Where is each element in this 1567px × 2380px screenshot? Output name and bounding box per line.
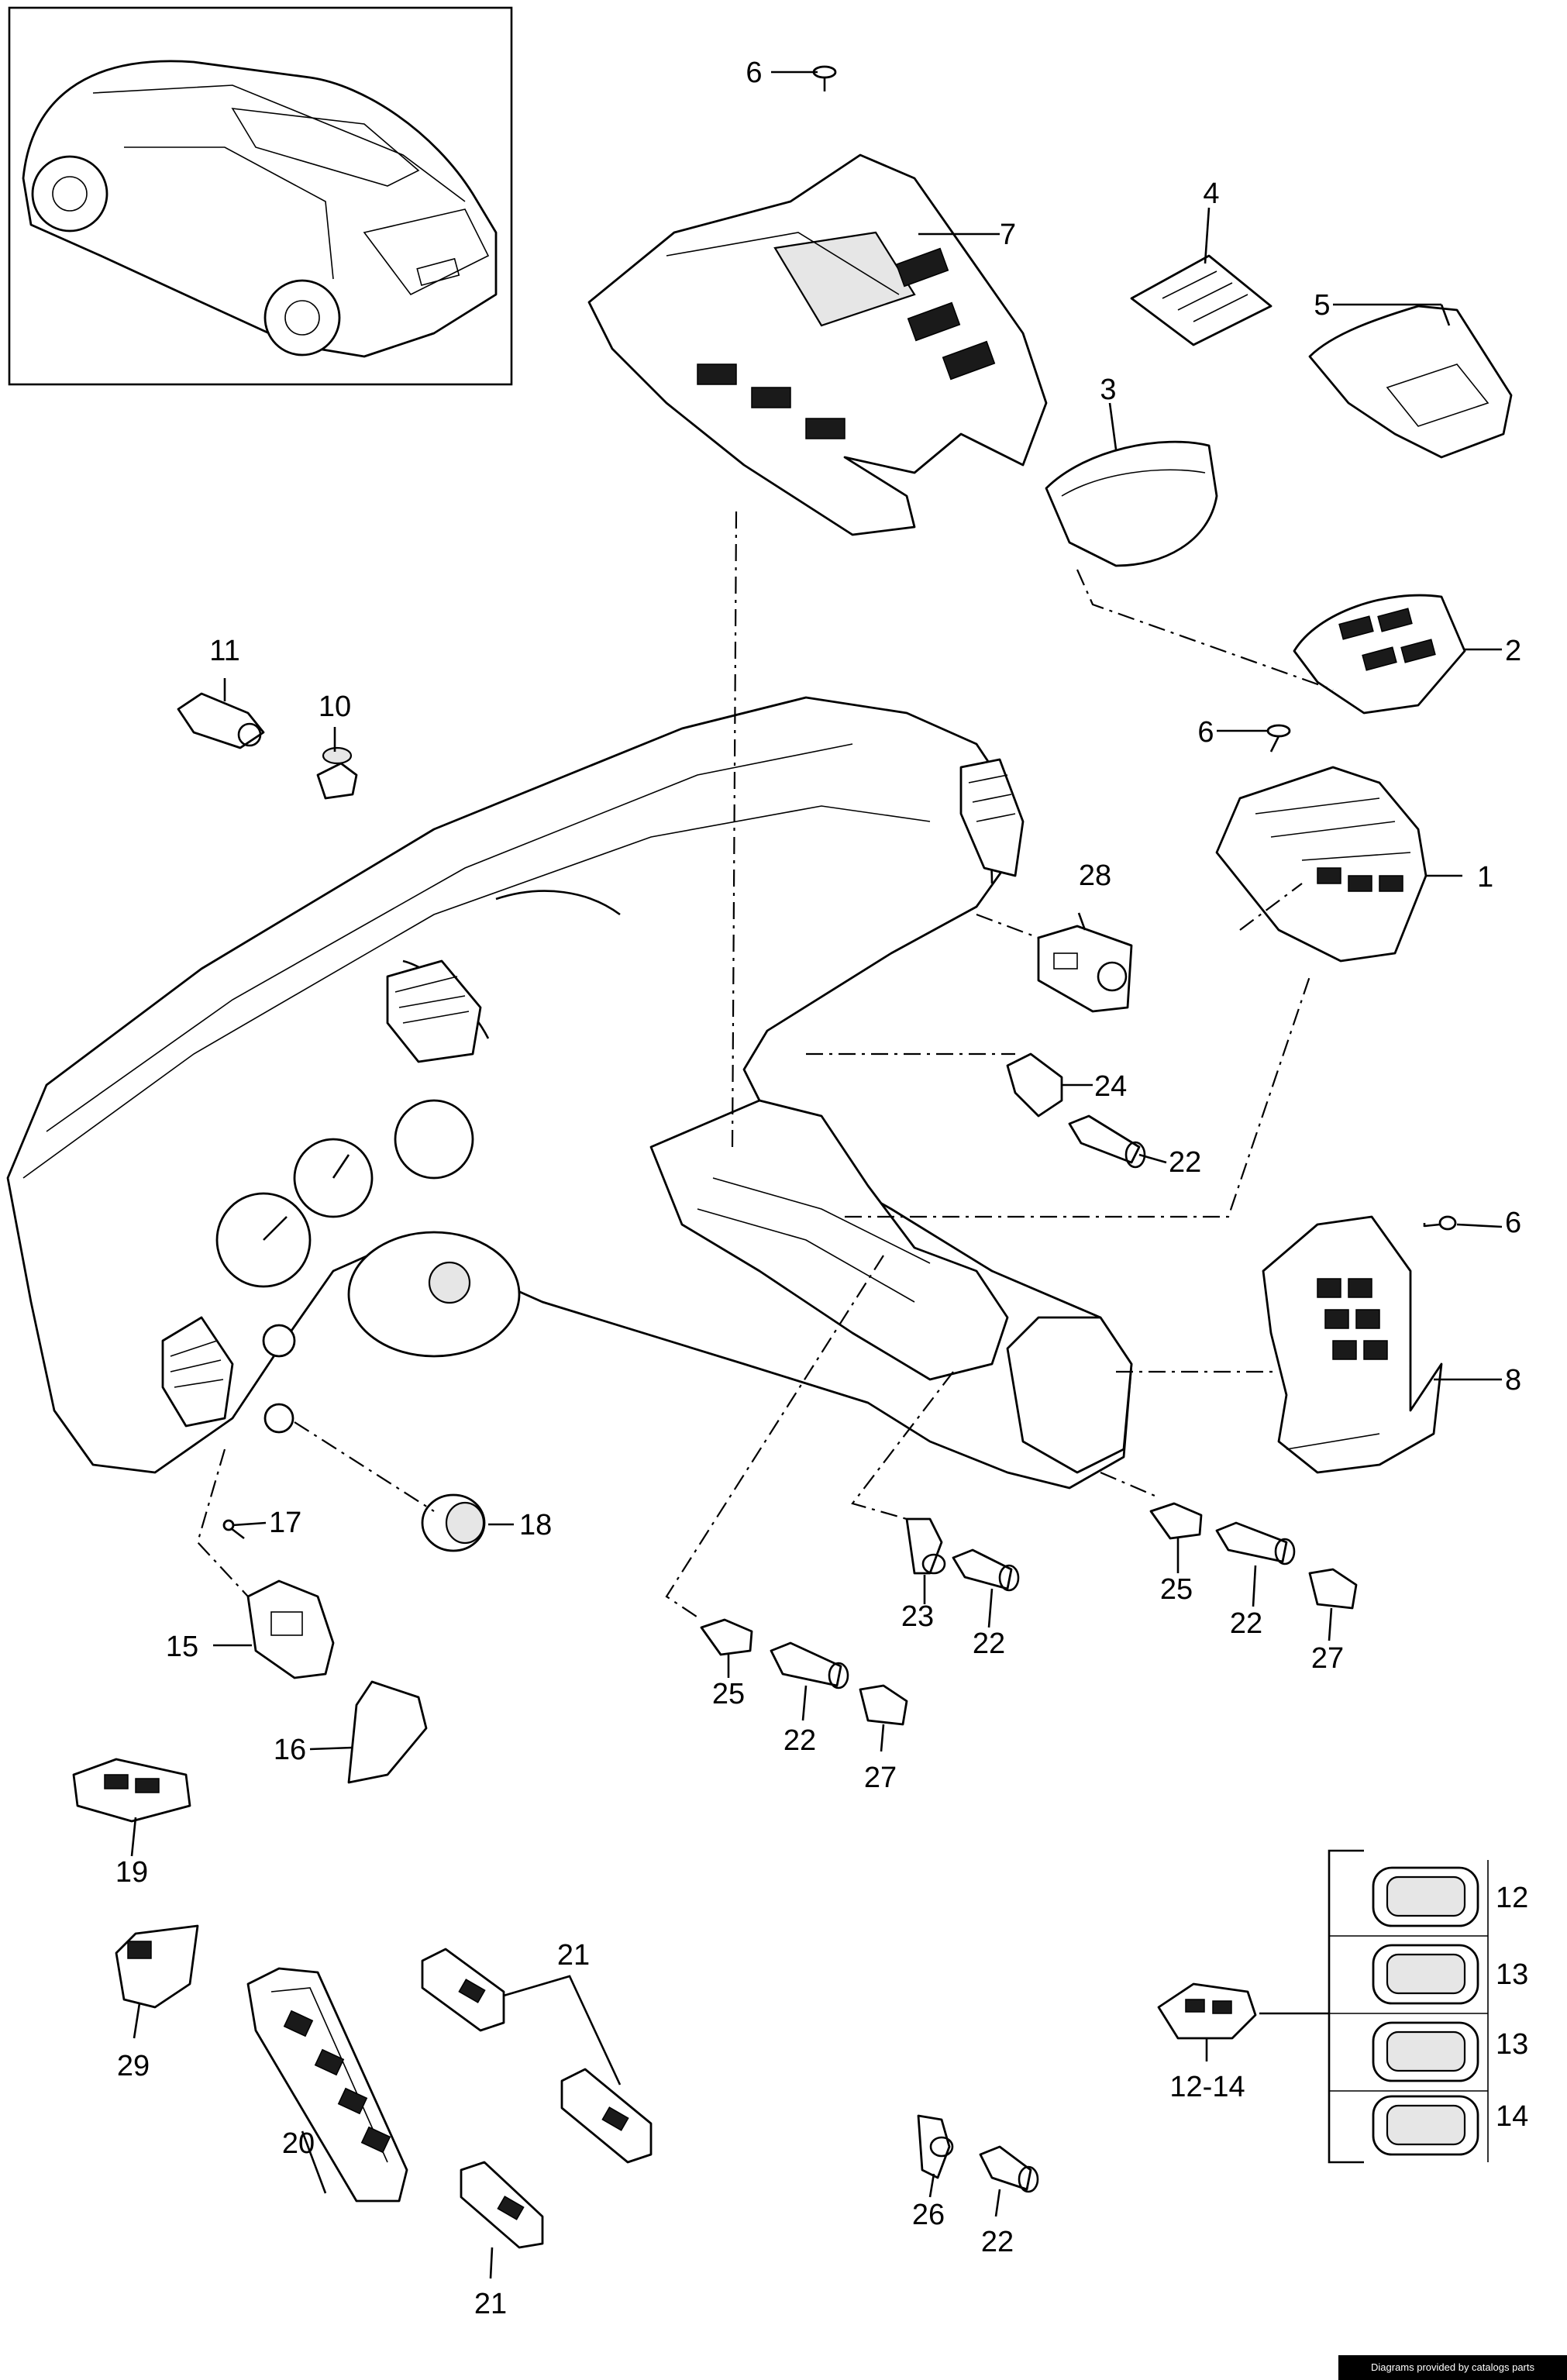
callout-label: 25 bbox=[1160, 1573, 1193, 1606]
part-10-button bbox=[316, 746, 358, 800]
part-20-window-switch-panel bbox=[246, 1967, 408, 2203]
part-6-screw-mid bbox=[1266, 724, 1291, 753]
part-21-switch-b bbox=[560, 2068, 653, 2164]
part-21-switch-c bbox=[460, 2161, 544, 2249]
callout-label: 6 bbox=[1197, 716, 1214, 749]
part-19-switch-block bbox=[72, 1758, 191, 1823]
callout-label: 27 bbox=[864, 1762, 897, 1794]
callout-label: 4 bbox=[1203, 177, 1219, 210]
callout-label: 28 bbox=[1079, 859, 1111, 892]
callout-label: 29 bbox=[117, 2050, 150, 2082]
part-18-knob bbox=[421, 1493, 486, 1552]
callout-label: 21 bbox=[474, 2288, 507, 2320]
callout-label: 16 bbox=[274, 1734, 306, 1766]
part-8-rear-switch-panel bbox=[1262, 1215, 1443, 1474]
callout-label: 19 bbox=[115, 1856, 148, 1889]
part-4-storage-mat bbox=[1130, 254, 1273, 346]
variant-13a-switch bbox=[1372, 1944, 1479, 2005]
callout-label: 24 bbox=[1094, 1070, 1127, 1103]
callout-label: 10 bbox=[319, 691, 351, 723]
callout-label: 23 bbox=[901, 1600, 934, 1633]
part-28-module bbox=[1037, 925, 1133, 1013]
part-7-center-console-upper bbox=[587, 153, 1048, 536]
callout-label: 17 bbox=[269, 1507, 301, 1539]
part-23-cap bbox=[905, 1517, 946, 1575]
leader-lines bbox=[130, 71, 1503, 2279]
callout-label: 2 bbox=[1505, 635, 1521, 667]
callout-label: 12 bbox=[1496, 1882, 1528, 1914]
callout-label: 22 bbox=[973, 1627, 1005, 1660]
part-16-trim bbox=[347, 1680, 428, 1784]
part-21-switch-a bbox=[421, 1948, 505, 2032]
callout-label: 14 bbox=[1496, 2100, 1528, 2133]
callout-label: 26 bbox=[912, 2199, 945, 2231]
variant-12-switch bbox=[1372, 1866, 1479, 1927]
assembly-lines bbox=[196, 511, 1334, 1621]
part-1-switch-housing bbox=[1215, 766, 1428, 963]
part-25-holder-left bbox=[700, 1618, 753, 1656]
part-3-cover bbox=[1045, 440, 1218, 567]
part-11-sensor bbox=[177, 692, 265, 749]
part-22-socket-left bbox=[770, 1641, 849, 1689]
part-6-screw-top bbox=[812, 65, 837, 91]
part-27-plug-right bbox=[1308, 1568, 1358, 1610]
credit-banner: Diagrams provided by catalogs parts bbox=[1338, 2355, 1567, 2380]
callout-label: 27 bbox=[1311, 1642, 1344, 1675]
callout-label: 11 bbox=[209, 635, 239, 667]
part-5-trim-frame bbox=[1308, 305, 1513, 459]
callout-label: 6 bbox=[1505, 1207, 1521, 1239]
callout-label: 22 bbox=[784, 1724, 816, 1757]
part-17-screw bbox=[222, 1519, 245, 1540]
callout-label: 13 bbox=[1496, 2028, 1528, 2061]
callout-label: 20 bbox=[282, 2127, 315, 2160]
callout-label: 21 bbox=[557, 1939, 590, 1972]
callout-label: 12-14 bbox=[1169, 2071, 1245, 2103]
variant-14-switch bbox=[1372, 2095, 1479, 2156]
part-2-switch-panel bbox=[1293, 594, 1466, 715]
callout-label: 3 bbox=[1100, 374, 1116, 406]
part-12-14-switch bbox=[1157, 1982, 1257, 2040]
vehicle-inset bbox=[8, 6, 513, 386]
callout-label: 6 bbox=[746, 57, 762, 89]
callout-label: 13 bbox=[1496, 1958, 1528, 1991]
callout-label: 1 bbox=[1477, 861, 1493, 894]
part-25-holder-right bbox=[1149, 1502, 1203, 1540]
variant-13b-switch bbox=[1372, 2021, 1479, 2082]
callout-label: 8 bbox=[1505, 1364, 1521, 1397]
part-27-plug-left bbox=[859, 1684, 908, 1726]
callout-label: 22 bbox=[981, 2226, 1014, 2258]
variants-bracket bbox=[1259, 1849, 1489, 2164]
callout-label: 22 bbox=[1230, 1607, 1262, 1640]
callout-label: 7 bbox=[1000, 219, 1016, 251]
part-15-switch bbox=[246, 1579, 335, 1679]
part-6-screw-right bbox=[1424, 1215, 1457, 1231]
part-22-socket-right bbox=[1215, 1521, 1296, 1565]
part-29-switch bbox=[115, 1924, 199, 2009]
callout-label: 25 bbox=[712, 1678, 745, 1710]
part-22-socket-upper bbox=[1068, 1114, 1146, 1169]
callout-label: 15 bbox=[166, 1631, 198, 1663]
part-22-socket-center bbox=[952, 1548, 1020, 1592]
part-22-socket-bottom bbox=[979, 2145, 1039, 2193]
part-26-cap bbox=[917, 2114, 954, 2179]
callout-label: 22 bbox=[1169, 1146, 1201, 1179]
dashboard-assembly bbox=[6, 696, 1133, 1490]
callout-label: 18 bbox=[519, 1509, 552, 1541]
part-24-socket-holder bbox=[1006, 1052, 1063, 1118]
callout-labels: 6 7 4 5 3 2 6 1 6 8 28 24 22 11 10 17 18… bbox=[115, 57, 1528, 2320]
callout-label: 5 bbox=[1314, 289, 1330, 322]
